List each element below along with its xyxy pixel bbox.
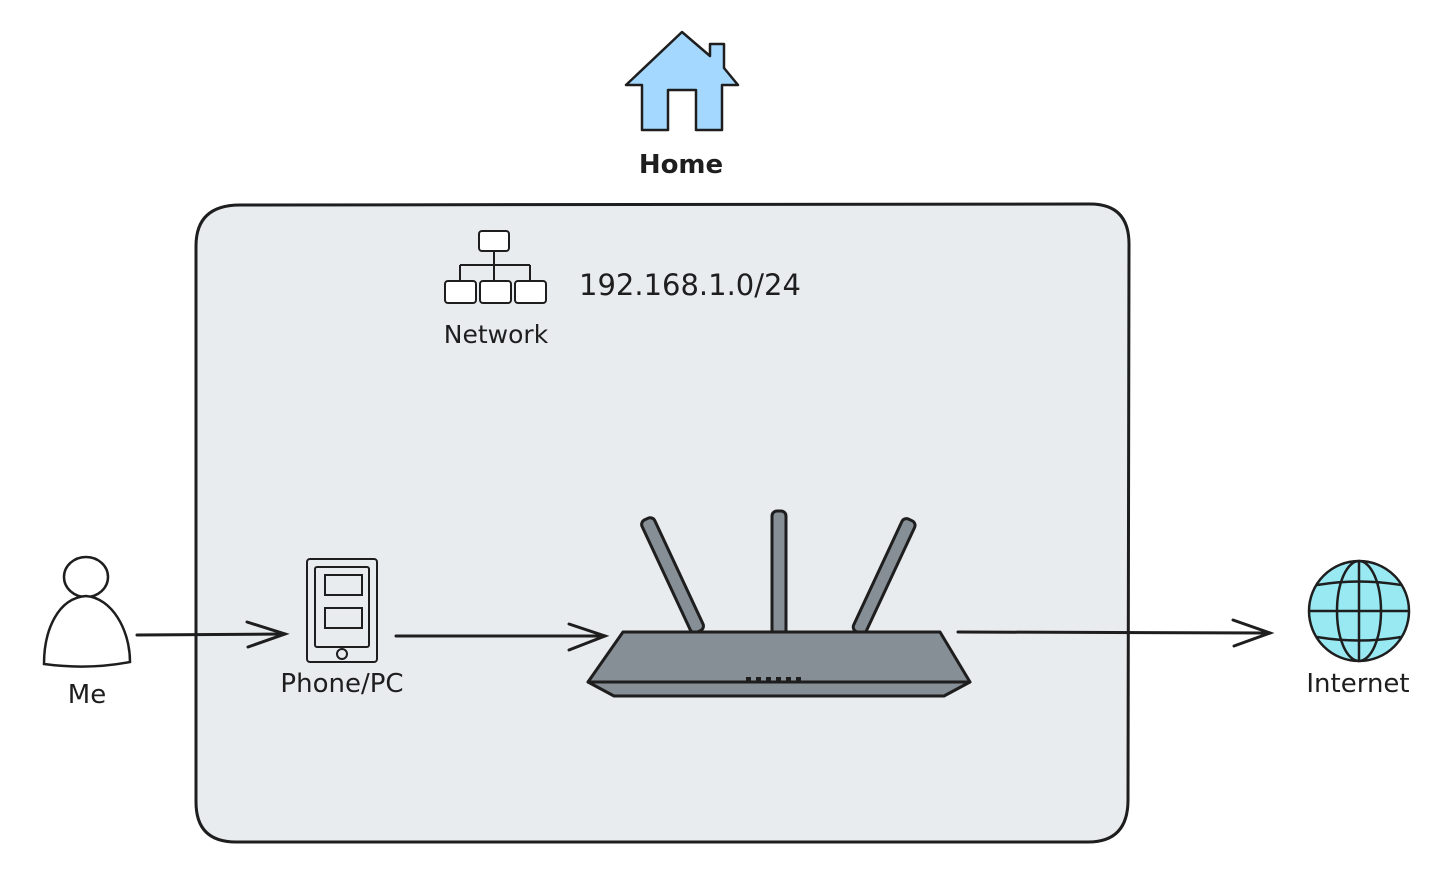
house-icon [624,30,740,132]
arrow-router-to-internet [956,618,1275,648]
network-tree-icon [444,230,547,304]
arrow-me-to-device [135,620,290,649]
device-label: Phone/PC [280,669,403,699]
globe-icon [1307,559,1411,663]
network-label: Network [444,320,549,349]
arrow-device-to-router [394,622,610,652]
phone-icon [306,558,378,663]
person-icon [42,555,132,668]
router-icon [586,509,972,698]
subnet-label: 192.168.1.0/24 [579,268,801,302]
me-label: Me [68,680,106,710]
home-label: Home [639,150,723,180]
internet-label: Internet [1306,669,1409,699]
